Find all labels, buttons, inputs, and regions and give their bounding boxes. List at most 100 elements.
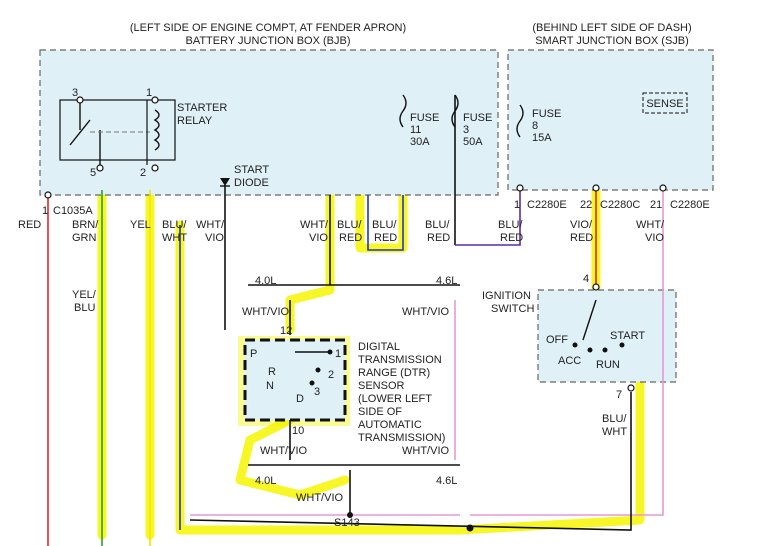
fuse-symbols [399, 92, 688, 138]
ignition-labels: IGNITION SWITCH 4 7 OFF ACC RUN START [482, 273, 645, 401]
dtr-wire-bot-right: WHT/VIO [402, 445, 449, 457]
dtr-pos-r: R [268, 366, 276, 378]
wire-yel: YEL [130, 219, 151, 231]
dtr-wire-top-right: WHT/VIO [402, 306, 449, 318]
wires [47, 95, 664, 546]
fuse3-number: 3 [463, 124, 469, 136]
switch-contacts [295, 299, 625, 386]
dtr-wire-bot-left: WHT/VIO [260, 445, 307, 457]
diode-label-1: START [234, 164, 269, 176]
ignition-off: OFF [546, 334, 568, 346]
sjb-conn-21: C2280E [670, 199, 710, 211]
bjb-pin-2: 2 [140, 167, 146, 179]
dtr-label-7: AUTOMATIC [358, 419, 422, 431]
fuse3-label: FUSE [463, 112, 492, 124]
wire-brn-grn-1: BRN/ [72, 219, 99, 231]
sjb-name: SMART JUNCTION BOX (SJB) [535, 35, 689, 47]
fuse8-number: 8 [532, 120, 538, 132]
wire-wht-vio-b-1: WHT/ [300, 219, 329, 231]
bjb-pin-3: 3 [72, 87, 78, 99]
ignition-switch-box [537, 289, 677, 383]
connector-pins [44, 96, 667, 532]
dtr-pos-n: N [266, 380, 274, 392]
wire-blu-red-a-2: RED [339, 232, 362, 244]
wire-yel-blu-2: BLU [74, 302, 95, 314]
engine-46l-bot: 4.6L [436, 475, 457, 487]
wire-blu-red-b-1: BLU/ [372, 219, 397, 231]
relay-label-1: STARTER [177, 102, 227, 114]
wire-yel-blu-1: YEL/ [72, 289, 97, 301]
start-diode [220, 178, 230, 187]
engine-40l-top: 4.0L [255, 275, 276, 287]
wire-blu-red-a-1: BLU/ [337, 219, 362, 231]
wire-red: RED [18, 219, 41, 231]
wire-blu-wht-ign-1: BLU/ [602, 413, 627, 425]
sjb-labels: (BEHIND LEFT SIDE OF DASH) SMART JUNCTIO… [514, 22, 710, 211]
fuse11-number: 11 [410, 124, 421, 136]
ignition-label-1: IGNITION [482, 290, 531, 302]
c1035a-label: C1035A [53, 205, 93, 217]
wire-wht-vio-c-1: WHT/ [636, 219, 665, 231]
dtr-label-5: (LOWER LEFT [358, 393, 432, 405]
bjb-pin-1: 1 [146, 87, 152, 99]
dtr-pos-1: 1 [335, 348, 341, 360]
dtr-pos-p: P [250, 348, 257, 360]
engine-labels: 4.0L 4.6L 4.0L 4.6L [255, 275, 457, 487]
sense-label: SENSE [646, 98, 683, 110]
ignition-run: RUN [596, 359, 620, 371]
wire-blu-red-c-1: BLU/ [425, 219, 450, 231]
dtr-labels: WHT/VIO WHT/VIO 12 10 WHT/VIO WHT/VIO P … [242, 306, 449, 457]
sjb-pin-21: 21 [650, 199, 662, 211]
bjb-labels: (LEFT SIDE OF ENGINE COMPT, AT FENDER AP… [72, 22, 492, 189]
wire-wht-vio-a-1: WHT/ [196, 219, 225, 231]
dtr-pos-2: 2 [328, 369, 334, 381]
sjb-conn-22: C2280C [600, 199, 640, 211]
bjb-name: BATTERY JUNCTION BOX (BJB) [185, 35, 350, 47]
sjb-box [507, 49, 714, 191]
wire-wht-vio-a-2: VIO [205, 232, 224, 244]
engine-46l-top: 4.6L [436, 275, 457, 287]
fuse11-label: FUSE [410, 112, 439, 124]
wire-wht-vio-c-2: VIO [645, 232, 664, 244]
sjb-pin-1: 1 [514, 199, 520, 211]
wire-blu-red-b-2: RED [374, 232, 397, 244]
engine-40l-bot: 4.0L [255, 475, 276, 487]
dtr-label-2: TRANSMISSION [358, 354, 442, 366]
dtr-pin-bot: 10 [292, 425, 304, 437]
ignition-pin-out: 7 [616, 389, 622, 401]
relay-label-2: RELAY [177, 115, 213, 127]
wire-wht-vio-b-2: VIO [309, 232, 328, 244]
splice-name: S143 [334, 517, 360, 529]
dtr-label-6: SIDE OF [358, 406, 402, 418]
dtr-pin-top: 12 [280, 325, 292, 337]
fuse8-label: FUSE [532, 108, 561, 120]
sjb-conn-1: C2280E [527, 199, 567, 211]
diode-label-2: DIODE [234, 177, 269, 189]
wire-vio-red-2: RED [570, 232, 593, 244]
fuse3-amps: 50A [463, 136, 483, 148]
wire-labels: 1 C1035A RED BRN/ GRN YEL BLU/ WHT WHT/ … [18, 205, 665, 438]
bjb-box [39, 49, 499, 196]
dtr-label-8: TRANSMISSION) [358, 432, 445, 444]
wire-blu-wht-2: WHT [162, 232, 187, 244]
wire-blu-wht-1: BLU/ [162, 219, 187, 231]
dtr-wire-top-left: WHT/VIO [242, 306, 289, 318]
ignition-acc: ACC [558, 355, 581, 367]
splice-wire: WHT/VIO [296, 492, 343, 504]
ignition-pin-in: 4 [583, 273, 589, 285]
starter-relay [59, 99, 176, 165]
wire-vio-red-1: VIO/ [570, 219, 593, 231]
wire-blu-red-c-2: RED [427, 232, 450, 244]
dtr-label-4: SENSOR [358, 380, 405, 392]
wire-blu-wht-ign-2: WHT [602, 426, 627, 438]
dtr-pos-d: D [296, 393, 304, 405]
fuse11-amps: 30A [410, 136, 430, 148]
bjb-location: (LEFT SIDE OF ENGINE COMPT, AT FENDER AP… [130, 22, 406, 34]
c1035a-pin: 1 [42, 205, 48, 217]
fuse8-amps: 15A [532, 132, 552, 144]
dtr-label-3: RANGE (DTR) [358, 367, 430, 379]
wire-blu-red-d-2: RED [500, 232, 523, 244]
dtr-pos-3: 3 [314, 386, 320, 398]
ignition-start: START [610, 330, 645, 342]
